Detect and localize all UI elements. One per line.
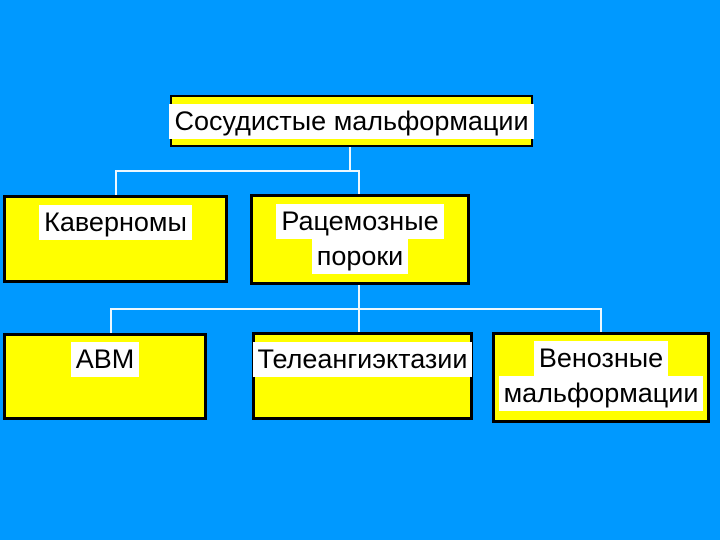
node-vascular-malformations: Сосудистые мальформации xyxy=(169,95,534,147)
node-label: Телеангиэктазии xyxy=(252,342,473,377)
connector-drop-avm xyxy=(110,308,112,334)
node-avm: АВМ xyxy=(3,333,207,420)
node-cavernomas: Каверномы xyxy=(3,195,228,283)
node-label-line-1: Венозные xyxy=(533,341,669,376)
node-label-line-1: Рацемозные xyxy=(276,204,444,239)
connector-drop-venous xyxy=(600,308,602,333)
connector-root-stem xyxy=(349,147,351,171)
node-label: Каверномы xyxy=(39,205,192,240)
connector-drop-cavernomas xyxy=(115,170,117,196)
node-venous-malformations: Венозные мальформации xyxy=(492,332,710,423)
node-label-line-2: пороки xyxy=(311,239,409,274)
node-telangiectasia: Телеангиэктазии xyxy=(252,332,473,420)
node-label: АВМ xyxy=(70,342,140,377)
node-label-line-2: мальформации xyxy=(498,376,704,411)
node-racemose-defects: Рацемозные пороки xyxy=(250,194,470,285)
connector-drop-racemose xyxy=(358,170,360,195)
connector-level2-rail xyxy=(115,170,360,172)
connector-level3-rail xyxy=(110,308,602,310)
node-label: Сосудистые мальформации xyxy=(169,103,534,139)
